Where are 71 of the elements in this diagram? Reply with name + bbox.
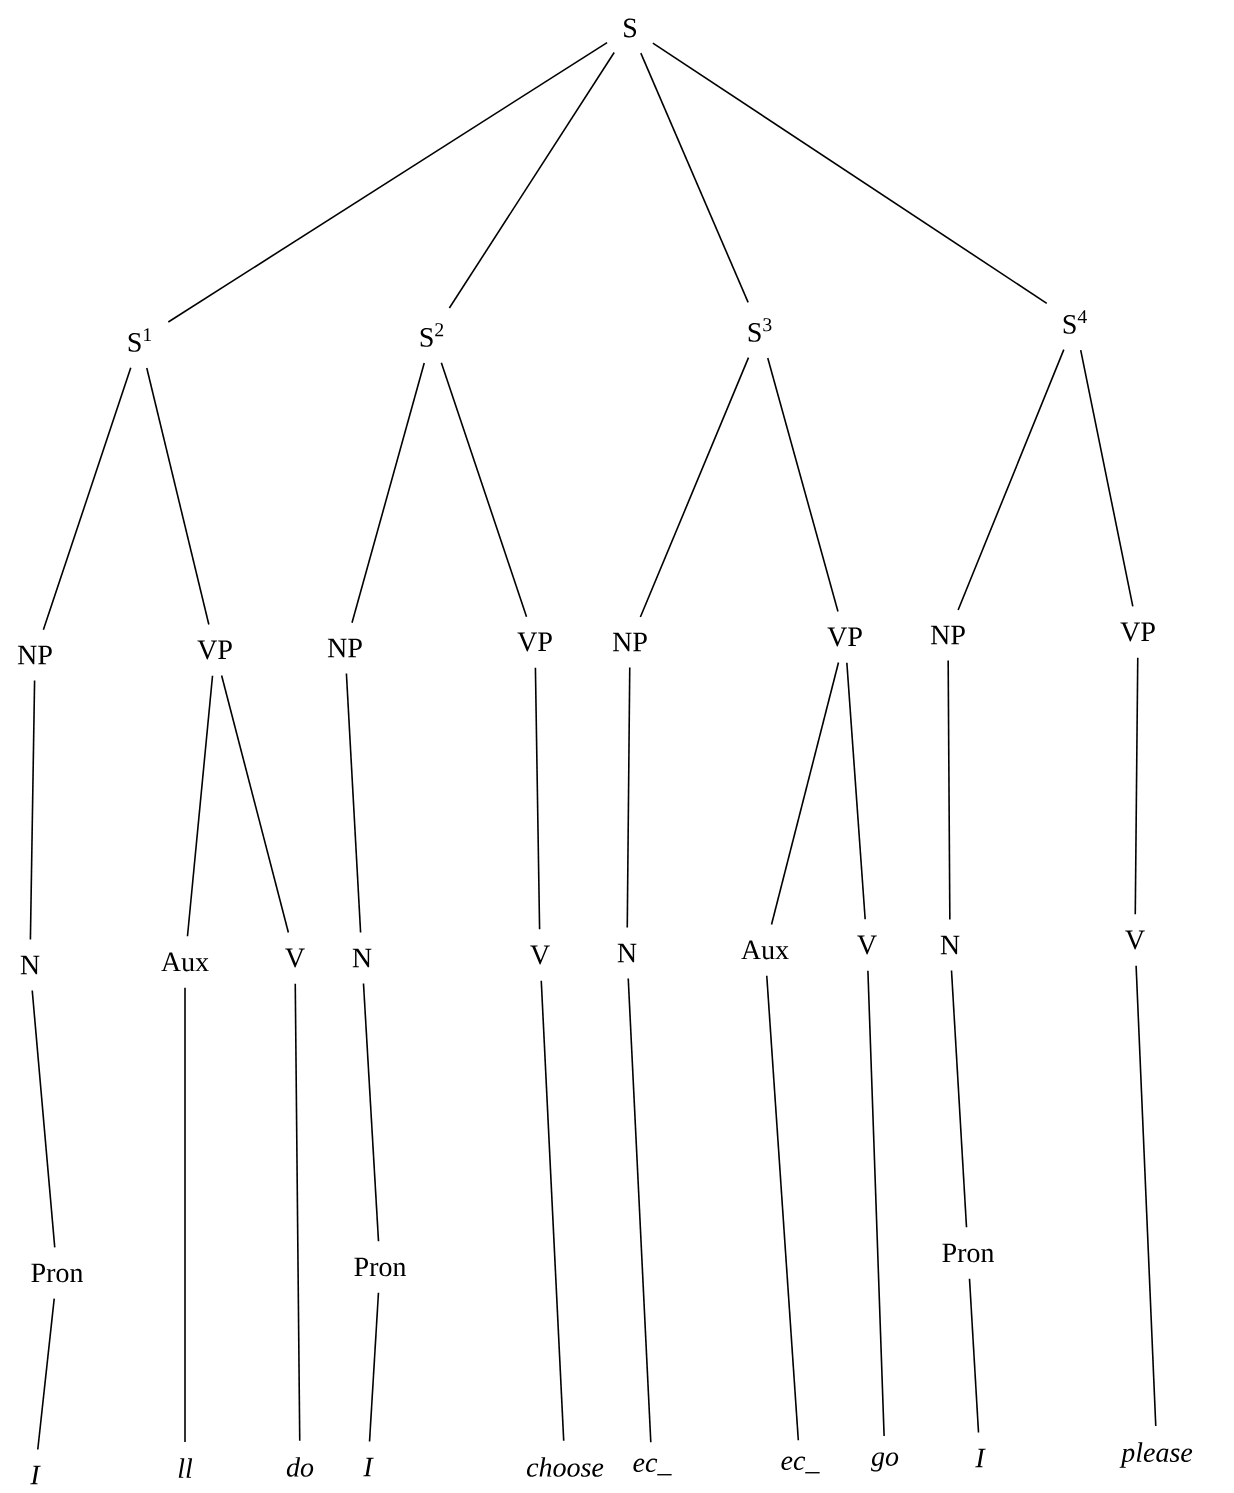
- word-label: please: [1119, 1442, 1193, 1468]
- category-label: VP: [517, 632, 552, 652]
- tree-branch: [294, 983, 301, 1442]
- category-label: S$^{2}$: [420, 323, 444, 347]
- word-label: I: [363, 1457, 374, 1477]
- tree-branch: [345, 672, 362, 934]
- tree-branch: [639, 356, 750, 618]
- word-label: I: [975, 1448, 986, 1468]
- category-label: S$^{4}$: [1063, 310, 1087, 334]
- tree-branch: [957, 348, 1065, 611]
- word-label: do: [286, 1457, 314, 1477]
- category-label: Pron: [354, 1257, 407, 1277]
- tree-branch: [368, 1291, 380, 1443]
- word-label: ll: [178, 1458, 193, 1478]
- category-label: S: [624, 18, 637, 38]
- category-label: N: [20, 955, 40, 975]
- category-label: S$^{3}$: [748, 318, 772, 342]
- tree-branch: [29, 679, 36, 941]
- category-label: Pron: [942, 1243, 995, 1263]
- category-label: NP: [327, 638, 362, 658]
- category-label: N: [617, 943, 637, 963]
- category-label: Pron: [31, 1263, 84, 1283]
- tree-branch: [220, 674, 290, 934]
- tree-branch: [968, 1277, 980, 1434]
- tree-branch: [167, 41, 608, 323]
- tree-branch: [145, 367, 210, 626]
- category-label: Aux: [741, 940, 789, 960]
- category-label: V: [285, 948, 305, 968]
- tree-branch: [448, 51, 615, 309]
- tree-branch: [1079, 349, 1134, 608]
- category-label: NP: [930, 625, 965, 645]
- tree-branch: [652, 42, 1048, 305]
- category-label: V: [530, 945, 550, 965]
- category-label: N: [352, 948, 372, 968]
- tree-branch: [846, 661, 866, 921]
- category-label: S$^{1}$: [128, 328, 151, 352]
- word-label: I: [30, 1465, 41, 1485]
- tree-branch: [950, 969, 968, 1229]
- tree-branch: [626, 666, 631, 929]
- word-label: go: [871, 1452, 899, 1472]
- tree-branch: [440, 362, 528, 618]
- tree-branch: [1135, 965, 1157, 1427]
- category-label: V: [1125, 930, 1145, 950]
- word-label: ec_: [633, 1458, 672, 1476]
- word-label: choose: [527, 1457, 604, 1477]
- tree-branch: [770, 661, 840, 926]
- tree-branch: [947, 659, 951, 921]
- category-label: VP: [827, 627, 862, 647]
- tree-branch: [540, 980, 565, 1442]
- tree-branch: [765, 974, 800, 1442]
- category-label: NP: [17, 645, 52, 665]
- tree-branch: [186, 674, 214, 938]
- tree-branch: [766, 357, 839, 613]
- tree-branch: [640, 52, 749, 304]
- category-label: NP: [612, 632, 647, 652]
- word-label: ec_: [781, 1456, 820, 1474]
- tree-branch: [36, 1297, 55, 1451]
- tree-branch: [867, 970, 885, 1437]
- category-label: N: [940, 935, 960, 955]
- tree-branch: [627, 977, 652, 1443]
- category-label: Aux: [161, 952, 209, 972]
- tree-branch: [362, 982, 380, 1243]
- tree-branch: [351, 362, 426, 624]
- tree-branch: [184, 987, 186, 1443]
- tree-branch: [42, 367, 132, 631]
- category-label: VP: [1120, 622, 1155, 642]
- tree-branch: [534, 667, 541, 931]
- category-label: V: [857, 935, 877, 955]
- tree-branch: [31, 989, 56, 1249]
- tree-branch: [1134, 657, 1139, 916]
- category-label: VP: [197, 640, 232, 660]
